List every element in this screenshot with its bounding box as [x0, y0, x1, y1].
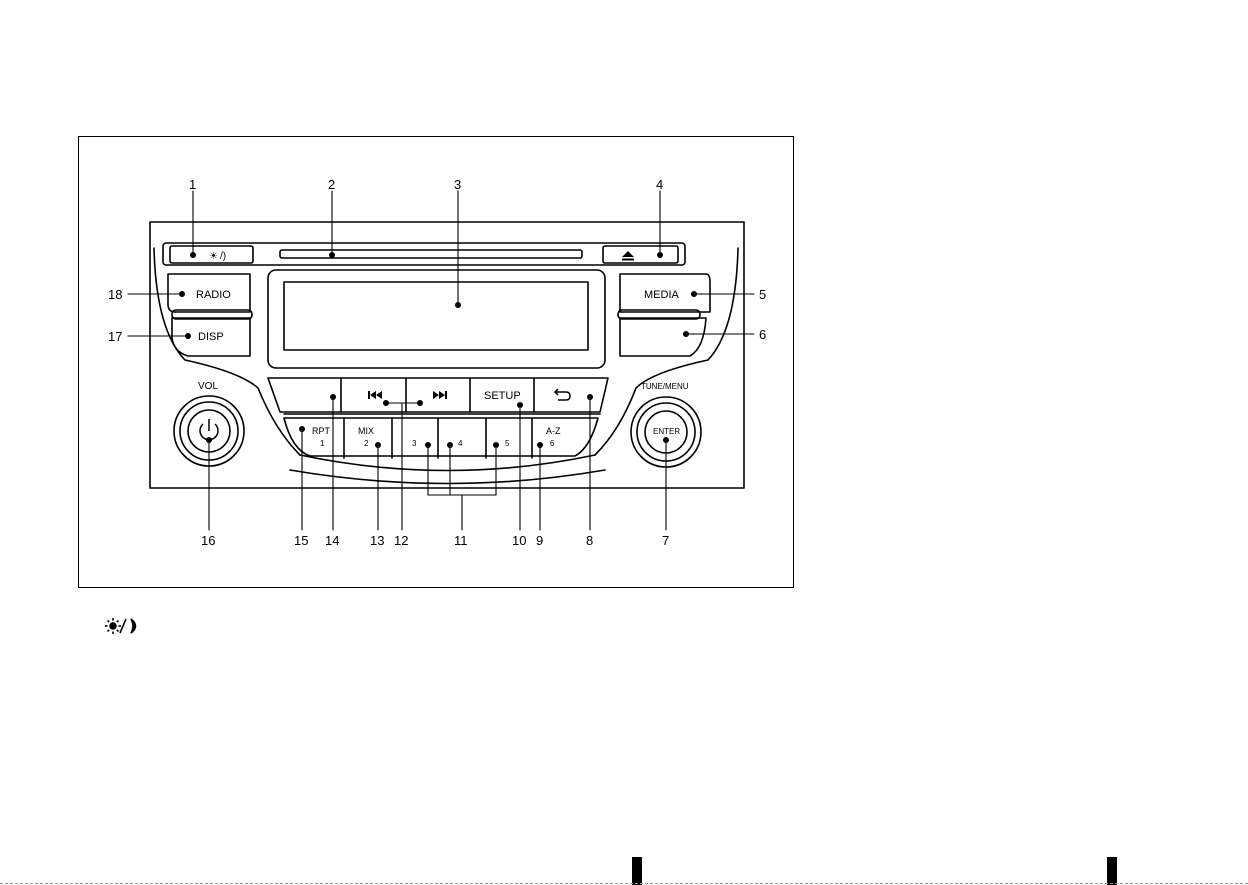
previous-track-icon: [368, 391, 382, 399]
day-night-legend-icon: [104, 616, 144, 636]
callout-17: 17: [108, 329, 122, 344]
enter-label: ENTER: [653, 427, 680, 436]
svg-text:☀: ☀: [209, 251, 218, 262]
callout-6: 6: [759, 327, 766, 342]
callout-10: 10: [512, 533, 526, 548]
preset-5-label: 5: [505, 439, 510, 448]
callout-5: 5: [759, 287, 766, 302]
callout-13: 13: [370, 533, 384, 548]
callout-15: 15: [294, 533, 308, 548]
callout-9: 9: [536, 533, 543, 548]
callout-7: 7: [662, 533, 669, 548]
bezel-left: [154, 248, 300, 455]
callout-12: 12: [394, 533, 408, 548]
preset-4-label: 4: [458, 439, 463, 448]
preset-1-label: 1: [320, 439, 325, 448]
svg-text:/): /): [220, 251, 226, 262]
cd-slot: [280, 250, 582, 258]
callout-16: 16: [201, 533, 215, 548]
eject-icon: [622, 251, 634, 261]
rpt-label: RPT: [312, 426, 331, 436]
right-lower-button[interactable]: [620, 318, 706, 356]
display-bezel: [268, 270, 605, 368]
page-tab-left: [632, 857, 642, 885]
radio-label: RADIO: [196, 289, 231, 301]
media-label: MEDIA: [644, 289, 680, 301]
vol-label: VOL: [198, 381, 218, 392]
callout-11: 11: [454, 533, 468, 548]
callout-1: 1: [189, 177, 196, 192]
setup-label: SETUP: [484, 390, 521, 402]
preset-row: [284, 418, 598, 456]
callout-4: 4: [656, 177, 663, 192]
preset-6-label: 6: [550, 439, 555, 448]
next-track-icon: [433, 391, 447, 399]
preset-2-label: 2: [364, 439, 369, 448]
preset-3-label: 3: [412, 439, 417, 448]
eject-button[interactable]: [603, 246, 678, 263]
disp-label: DISP: [198, 331, 224, 343]
page-bottom-rule: [0, 883, 1248, 884]
back-arrow-icon: [555, 389, 570, 400]
power-icon: [200, 419, 218, 440]
callout-14: 14: [325, 533, 339, 548]
callout-8: 8: [586, 533, 593, 548]
callout-2: 2: [328, 177, 335, 192]
callout-3: 3: [454, 177, 461, 192]
bezel-right: [595, 248, 738, 455]
display-screen: [284, 282, 588, 350]
page-tab-right: [1107, 857, 1117, 885]
a-z-label: A-Z: [546, 426, 561, 436]
day-night-icon: ☀ /): [209, 251, 226, 262]
mix-label: MIX: [358, 426, 374, 436]
callout-18: 18: [108, 287, 122, 302]
tune-menu-label: TUNE/MENU: [641, 382, 689, 391]
